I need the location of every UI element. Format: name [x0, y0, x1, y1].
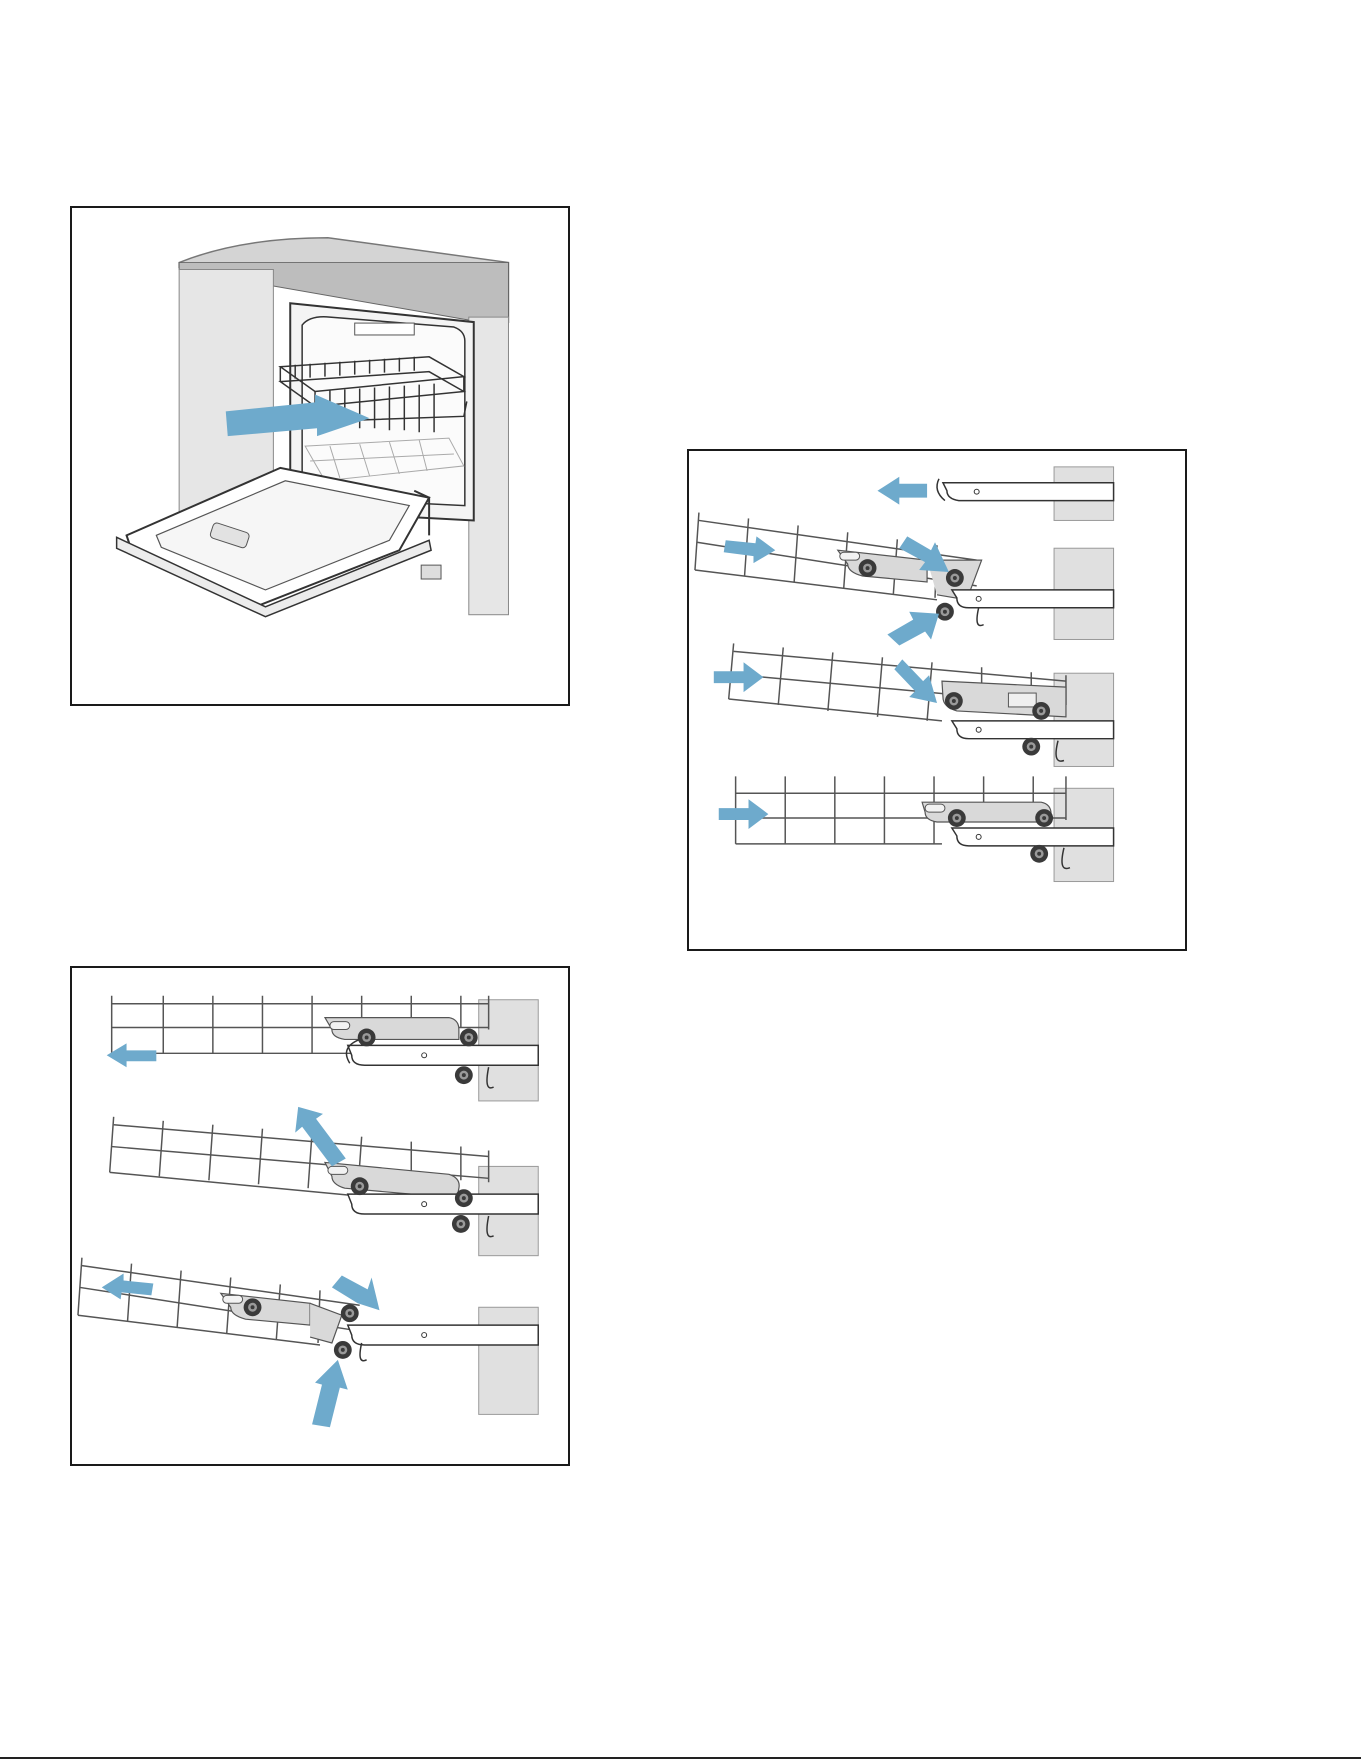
insert-step-3-right-arrow-icon — [714, 662, 764, 692]
top-spray — [355, 323, 415, 335]
insert-step-3-down-arrow-icon — [894, 659, 937, 703]
footer-rule — [0, 1757, 1361, 1759]
step-2-tilt-rack — [110, 1107, 539, 1256]
insert-step-4-right-arrow-icon — [719, 799, 769, 829]
step-3-up-arrow-icon — [312, 1360, 348, 1427]
foot-right — [421, 565, 441, 579]
insert-step-1-left-arrow-icon — [877, 477, 927, 505]
rack-removal-illustration — [72, 968, 568, 1464]
step-1-straight-rack — [107, 996, 539, 1101]
step-2-up-arrow-icon — [295, 1107, 346, 1167]
insert-step-3-lowered — [714, 643, 1114, 766]
dishwasher-illustration — [72, 208, 568, 704]
rack-insertion-illustration — [689, 451, 1185, 949]
insert-step-4-inserted — [719, 776, 1114, 881]
insert-step-2-up-arrow-icon — [887, 612, 939, 646]
step-1-left-arrow-icon — [107, 1043, 157, 1067]
figure-rack-insertion-steps — [687, 449, 1187, 951]
insert-step-2-right-arrow-icon — [724, 536, 776, 563]
insert-step-2-tilted — [695, 513, 1114, 646]
figure-rack-removal-steps — [70, 966, 570, 1466]
insert-step-1-rail — [877, 467, 1113, 521]
step-3-release-rack — [78, 1258, 538, 1428]
figure-dishwasher-rack-pull-out — [70, 206, 570, 706]
